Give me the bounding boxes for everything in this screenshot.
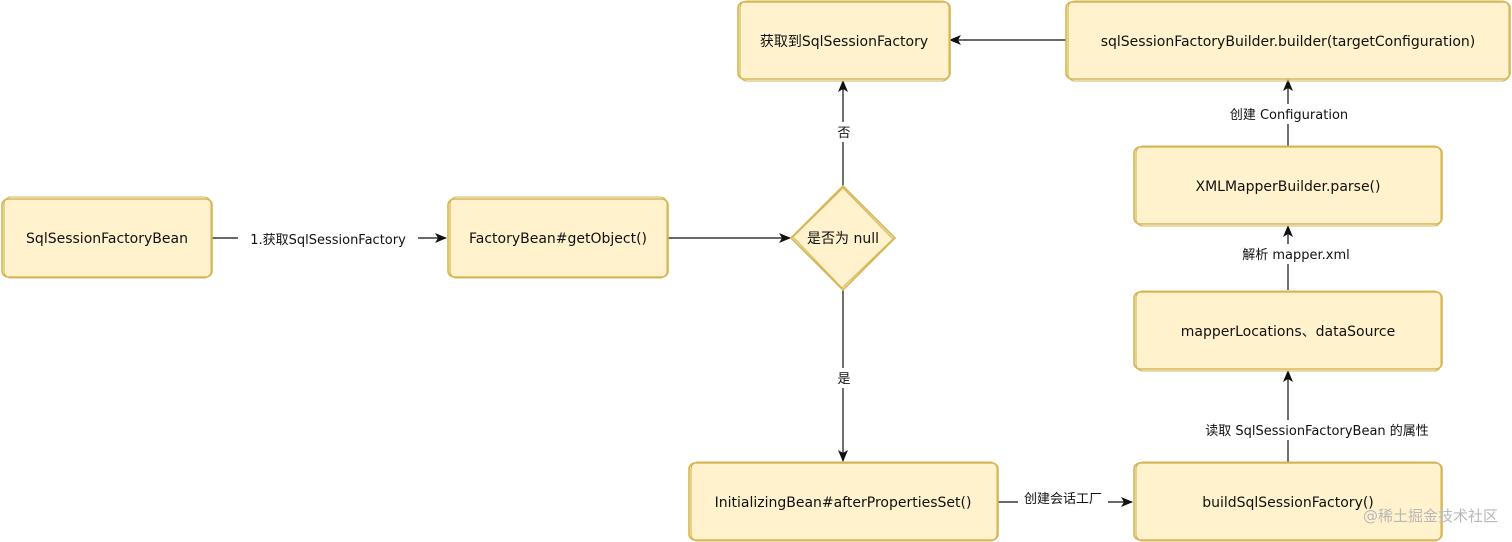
- node-label-builder-call: sqlSessionFactoryBuilder.builder(targetC…: [1101, 34, 1476, 50]
- node-build-sql-session-factory: buildSqlSessionFactory(): [1133, 461, 1443, 542]
- node-sql-session-factory-bean: SqlSessionFactoryBean: [1, 196, 213, 279]
- node-label-factory-bean-get-object: FactoryBean#getObject(): [469, 231, 647, 247]
- edge-label-no: 否: [837, 126, 850, 141]
- edge-label-create-configuration: 创建 Configuration: [1230, 108, 1348, 123]
- edge-label-parse-mapper-xml: 解析 mapper.xml: [1242, 248, 1350, 263]
- node-label-mapper-locations-datasource: mapperLocations、dataSource: [1181, 324, 1395, 340]
- node-xml-mapper-builder-parse: XMLMapperBuilder.parse(): [1133, 145, 1443, 227]
- node-builder-call: sqlSessionFactoryBuilder.builder(targetC…: [1065, 0, 1511, 82]
- node-label-is-null-decision: 是否为 null: [807, 231, 879, 247]
- node-label-sql-session-factory-bean: SqlSessionFactoryBean: [26, 231, 188, 247]
- node-label-get-sql-session-factory: 获取到SqlSessionFactory: [760, 34, 928, 50]
- watermark: @稀土掘金技术社区: [1362, 507, 1498, 525]
- node-label-xml-mapper-builder-parse: XMLMapperBuilder.parse(): [1195, 179, 1380, 195]
- edge-label-read-properties: 读取 SqlSessionFactoryBean 的属性: [1205, 423, 1429, 439]
- node-mapper-locations-datasource: mapperLocations、dataSource: [1133, 290, 1443, 372]
- edge-label-yes: 是: [837, 372, 850, 387]
- node-label-build-sql-session-factory: buildSqlSessionFactory(): [1202, 495, 1374, 511]
- node-is-null-decision: 是否为 null: [789, 184, 897, 292]
- node-get-sql-session-factory: 获取到SqlSessionFactory: [737, 0, 951, 82]
- edge-label-create-session-factory: 创建会话工厂: [1024, 492, 1102, 507]
- node-label-initializing-bean: InitializingBean#afterPropertiesSet(): [715, 495, 972, 511]
- node-initializing-bean: InitializingBean#afterPropertiesSet(): [688, 461, 999, 542]
- node-factory-bean-get-object: FactoryBean#getObject(): [447, 196, 669, 279]
- edge-label-get-factory: 1.获取SqlSessionFactory: [250, 233, 406, 248]
